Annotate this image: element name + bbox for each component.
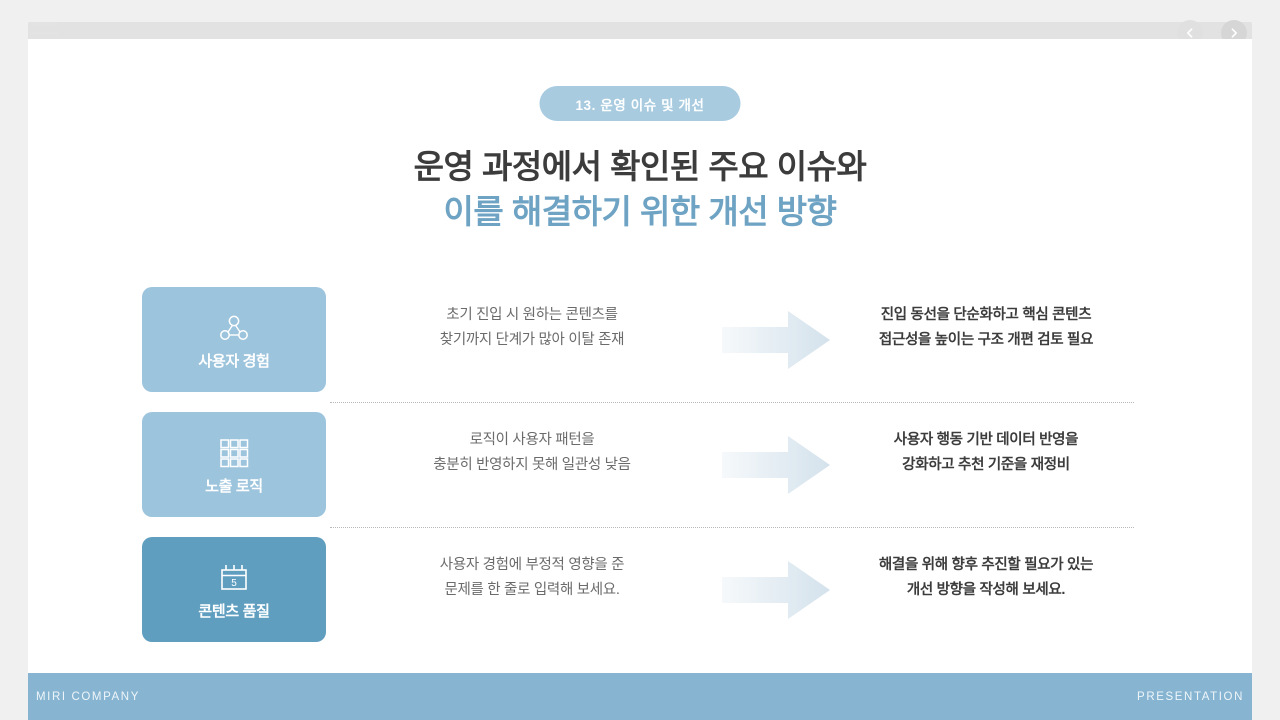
issue-text: 로직이 사용자 패턴을 충분히 반영하지 못해 일관성 낮음	[366, 428, 698, 478]
network-nodes-icon	[217, 308, 251, 348]
section-badge: 13. 운영 이슈 및 개선	[539, 86, 741, 121]
issue-row: 사용자 경험 초기 진입 시 원하는 콘텐츠를 찾기까지 단계가 많아 이탈 존…	[28, 277, 1252, 402]
category-card-user-experience[interactable]: 사용자 경험	[142, 287, 326, 392]
improvement-line-1: 사용자 행동 기반 데이터 반영을	[893, 432, 1079, 448]
category-card-label: 사용자 경험	[198, 353, 270, 370]
issue-line-1: 로직이 사용자 패턴을	[469, 432, 595, 448]
improvement-line-1: 진입 동선을 단순화하고 핵심 콘텐츠	[880, 307, 1092, 323]
issue-line-2: 문제를 한 줄로 입력해 보세요.	[444, 582, 620, 598]
issue-line-2: 찾기까지 단계가 많아 이탈 존재	[439, 332, 625, 348]
improvement-line-2: 개선 방향을 작성해 보세요.	[906, 582, 1066, 598]
issue-row: 노출 로직 로직이 사용자 패턴을 충분히 반영하지 못해 일관성 낮음	[28, 402, 1252, 527]
improvement-text: 사용자 행동 기반 데이터 반영을 강화하고 추천 기준을 재정비	[834, 428, 1138, 478]
grid-3x3-icon	[218, 433, 250, 473]
improvement-text: 진입 동선을 단순화하고 핵심 콘텐츠 접근성을 높이는 구조 개편 검토 필요	[834, 303, 1138, 353]
right-arrow-icon	[722, 559, 832, 621]
issue-text: 사용자 경험에 부정적 영향을 준 문제를 한 줄로 입력해 보세요.	[366, 553, 698, 603]
chevron-left-icon	[1187, 28, 1193, 38]
issue-line-1: 사용자 경험에 부정적 영향을 준	[439, 557, 625, 573]
slide-canvas: 13. 운영 이슈 및 개선 운영 과정에서 확인된 주요 이슈와 이를 해결하…	[28, 39, 1252, 673]
improvement-line-2: 강화하고 추천 기준을 재정비	[902, 457, 1070, 473]
title-line-2: 이를 해결하기 위한 개선 방향	[443, 193, 838, 230]
category-card-label: 콘텐츠 품질	[198, 603, 270, 620]
row-divider	[330, 527, 1134, 528]
row-divider	[330, 402, 1134, 403]
title-line-1: 운영 과정에서 확인된 주요 이슈와	[413, 148, 867, 185]
improvement-line-1: 해결을 위해 향후 추진할 필요가 있는	[878, 557, 1094, 573]
slide-footer: MIRI COMPANY PRESENTATION	[28, 673, 1252, 720]
category-card-label: 노출 로직	[205, 478, 263, 495]
category-card-exposure-logic[interactable]: 노출 로직	[142, 412, 326, 517]
calendar-icon: 5	[217, 558, 251, 598]
calendar-day-number: 5	[231, 578, 237, 589]
footer-company-name: MIRI COMPANY	[36, 690, 140, 703]
right-arrow-icon	[722, 309, 832, 371]
issue-row: 5 콘텐츠 품질 사용자 경험에 부정적 영향을 준 문제를 한 줄로 입력해 …	[28, 527, 1252, 652]
page-title: 운영 과정에서 확인된 주요 이슈와 이를 해결하기 위한 개선 방향	[28, 144, 1252, 234]
issue-line-1: 초기 진입 시 원하는 콘텐츠를	[446, 307, 618, 323]
hamburger-line	[30, 22, 58, 25]
issue-text: 초기 진입 시 원하는 콘텐츠를 찾기까지 단계가 많아 이탈 존재	[366, 303, 698, 353]
improvement-text: 해결을 위해 향후 추진할 필요가 있는 개선 방향을 작성해 보세요.	[834, 553, 1138, 603]
issue-line-2: 충분히 반영하지 못해 일관성 낮음	[433, 457, 631, 473]
category-card-content-quality[interactable]: 5 콘텐츠 품질	[142, 537, 326, 642]
footer-label: PRESENTATION	[1137, 690, 1244, 703]
chevron-right-icon	[1231, 28, 1237, 38]
right-arrow-icon	[722, 434, 832, 496]
improvement-line-2: 접근성을 높이는 구조 개편 검토 필요	[878, 332, 1094, 348]
viewer-top-strip	[28, 22, 1252, 39]
hamburger-line	[30, 31, 58, 35]
